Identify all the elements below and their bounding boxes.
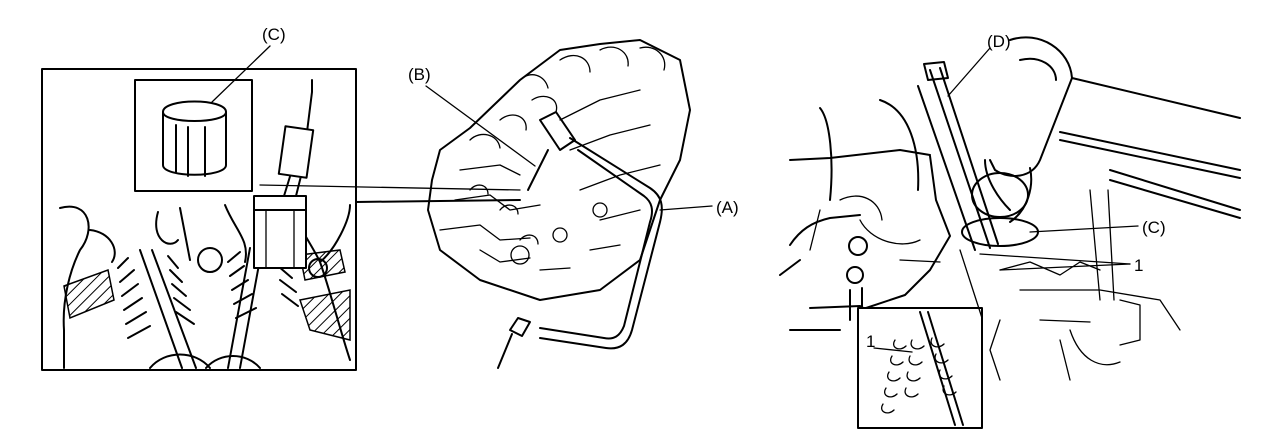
hatched-casting-right (299, 289, 351, 341)
label-c-left: (C) (262, 25, 286, 44)
head-outline-closeup (779, 99, 951, 331)
head-casting-detail (809, 189, 1181, 381)
compressor-collar (984, 159, 1033, 223)
compressor-arm-top (539, 111, 576, 151)
inset-pointer (959, 249, 983, 319)
leader-1-right-a (979, 253, 1131, 265)
label-b: (B) (408, 65, 431, 84)
inset-valve-stem (919, 311, 964, 426)
bolt-hole-closeup-1 (848, 236, 868, 256)
compressor-attachment-rod (527, 149, 549, 191)
attachment-cup (162, 100, 227, 176)
compressor-frame-bars (1059, 77, 1241, 219)
leader-d (947, 47, 991, 97)
leader-c-left (211, 45, 271, 103)
label-1-inset: 1 (866, 332, 875, 351)
leader-1-inset (873, 347, 913, 353)
label-a: (A) (716, 198, 739, 217)
attachment-detail-box (134, 79, 253, 192)
closeup-view: (D) (C) 1 1 (779, 32, 1241, 429)
cross-section-inset: (C) (41, 25, 521, 371)
pointer-line-lower (259, 184, 521, 191)
left-valve-head (149, 353, 211, 369)
cylinder-head-outline (427, 39, 691, 301)
label-c-right: (C) (1142, 218, 1166, 237)
compressor-adapter-section (253, 79, 315, 269)
valve-keeper-inset: 1 (857, 307, 983, 429)
head-bolt-hole-2 (552, 227, 568, 243)
tool-d-tip (923, 61, 949, 81)
leader-a (659, 205, 713, 211)
compressor-c-frame (539, 137, 663, 350)
head-bolt-hole-1 (510, 245, 530, 265)
hatched-casting-left (63, 268, 115, 320)
pointer-line-upper (355, 199, 521, 203)
port-circle-right (308, 258, 328, 278)
label-d: (D) (987, 32, 1011, 51)
tool-d (917, 67, 999, 251)
compressor-spindle-nut (509, 317, 531, 337)
collar-ring (971, 172, 1029, 218)
camshaft-detail (439, 46, 666, 241)
bolt-hole-closeup-2 (846, 266, 864, 284)
head-section-outline (59, 204, 351, 369)
head-ribs (469, 89, 661, 271)
left-valve-spring (117, 255, 195, 339)
leader-1-right-b (999, 263, 1131, 271)
right-valve-head (205, 355, 261, 369)
cylinder-head-assembly: (B) (A) (408, 39, 739, 369)
left-valve-stem (139, 249, 197, 369)
leader-b (425, 85, 536, 167)
leader-c-right (1029, 225, 1139, 233)
port-circle (197, 247, 223, 273)
compressor-handle (497, 333, 513, 369)
label-1-right: 1 (1134, 256, 1143, 275)
head-bolt-hole-3 (592, 202, 608, 218)
spring-seat-ring (961, 217, 1039, 247)
